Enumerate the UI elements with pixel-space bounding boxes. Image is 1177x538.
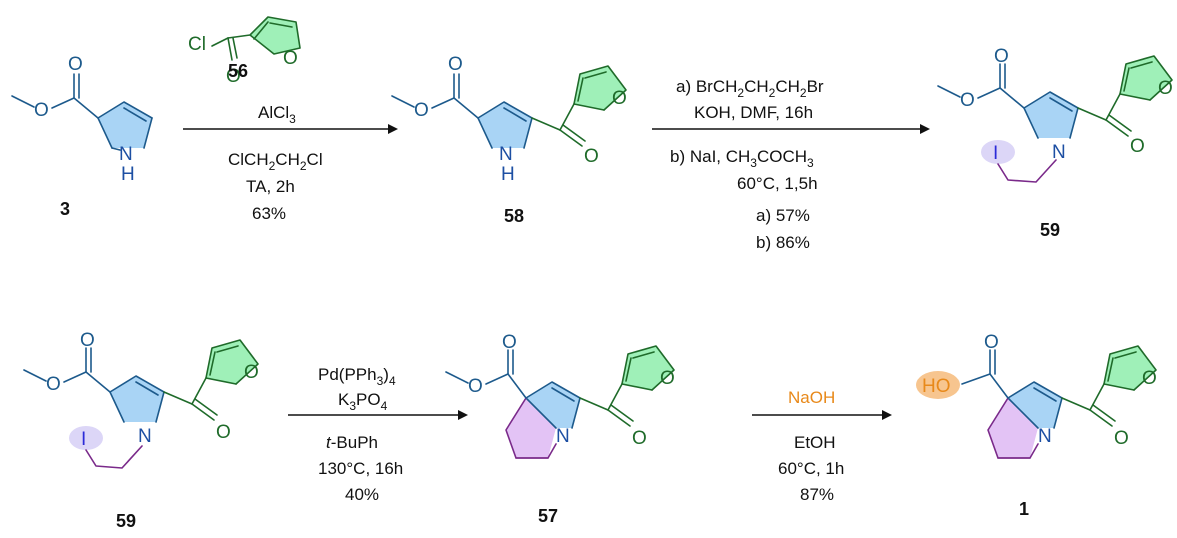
conditions-step-1: TA, 2h	[246, 177, 295, 196]
reagent-koh-dmf: KOH, DMF, 16h	[694, 103, 813, 122]
carbonyl-oxygen: O	[226, 66, 241, 87]
reaction-arrow-1	[183, 124, 398, 134]
chlorine-atom: Cl	[188, 34, 206, 55]
ester-oxygen: O	[34, 100, 49, 121]
reagent-56-acyl-chloride: Cl O O 56	[188, 16, 301, 87]
ester-carbonyl-oxygen: O	[80, 330, 95, 351]
solvent-etoh: EtOH	[794, 433, 836, 452]
reagent-alcl3: AlCl3	[258, 103, 296, 126]
reagent-naoh: NaOH	[788, 388, 835, 407]
ketone-oxygen: O	[216, 422, 231, 443]
pyrrole-nitrogen: N	[499, 144, 513, 165]
compound-label-58: 58	[504, 206, 524, 226]
reaction-arrow-2	[652, 124, 930, 134]
reagent-dibromopropane: a) BrCH2CH2CH2Br	[676, 77, 824, 100]
ester-oxygen: O	[468, 376, 483, 397]
yield-step-2a: a) 57%	[756, 206, 810, 225]
hydroxyl-group: HO	[922, 376, 951, 397]
ester-oxygen: O	[46, 374, 61, 395]
compound-label-1: 1	[1019, 499, 1029, 519]
furan-oxygen: O	[660, 368, 675, 389]
acid-carbonyl-oxygen: O	[984, 332, 999, 353]
pyrrole-nitrogen: N	[1038, 426, 1052, 447]
pyrrole-nitrogen: N	[138, 426, 152, 447]
compound-label-59-top: 59	[1040, 220, 1060, 240]
ester-carbonyl-oxygen: O	[994, 46, 1009, 67]
ester-carbonyl-oxygen: O	[502, 332, 517, 353]
pyrrole-nitrogen: N	[1052, 142, 1066, 163]
compound-59-top-structure: N O O O O I	[937, 46, 1173, 183]
pyrrole-nitrogen: N	[556, 426, 570, 447]
iodine-atom: I	[81, 429, 86, 450]
conditions-step-4: 60°C, 1h	[778, 459, 844, 478]
compound-1-structure: N O HO O O	[916, 332, 1157, 459]
yield-step-1: 63%	[252, 204, 286, 223]
reaction-arrow-3	[288, 410, 468, 420]
ester-oxygen: O	[960, 90, 975, 111]
solvent-dce: ClCH2CH2Cl	[228, 150, 323, 173]
ester-oxygen: O	[414, 100, 429, 121]
yield-step-2b: b) 86%	[756, 233, 810, 252]
compound-label-3: 3	[60, 199, 70, 219]
yield-step-4: 87%	[800, 485, 834, 504]
compound-59-bottom-structure: N O O O O I	[23, 330, 259, 469]
iodine-atom: I	[993, 143, 998, 164]
ketone-oxygen: O	[584, 146, 599, 167]
solvent-t-buph: t-BuPh	[326, 433, 378, 452]
compound-57-structure: N O O O O	[445, 332, 675, 459]
conditions-step-3: 130°C, 16h	[318, 459, 403, 478]
furan-oxygen: O	[244, 362, 259, 383]
ketone-oxygen: O	[1114, 428, 1129, 449]
furan-oxygen: O	[612, 88, 627, 109]
reaction-arrow-4	[752, 410, 892, 420]
ketone-oxygen: O	[1130, 136, 1145, 157]
furan-oxygen: O	[283, 48, 298, 69]
ester-carbonyl-oxygen: O	[448, 54, 463, 75]
compound-label-57: 57	[538, 506, 558, 526]
compound-label-56: 56	[228, 61, 248, 81]
catalyst-pd-pph3: Pd(PPh3)4	[318, 365, 396, 388]
furan-oxygen: O	[1142, 368, 1157, 389]
furan-oxygen: O	[1158, 78, 1173, 99]
conditions-step-2: 60°C, 1,5h	[737, 174, 818, 193]
base-k3po4: K3PO4	[338, 390, 388, 413]
pyrrole-nitrogen: N	[119, 144, 133, 165]
yield-step-3: 40%	[345, 485, 379, 504]
pyrrole-hydrogen: H	[121, 164, 135, 185]
compound-58-structure: N H O O O O	[391, 54, 627, 185]
ketone-oxygen: O	[632, 428, 647, 449]
compound-3-structure: N H O O	[11, 54, 153, 185]
ester-carbonyl-oxygen: O	[68, 54, 83, 75]
reagent-nai-acetone: b) NaI, CH3COCH3	[670, 147, 814, 170]
compound-label-59-bottom: 59	[116, 511, 136, 531]
pyrrole-hydrogen: H	[501, 164, 515, 185]
